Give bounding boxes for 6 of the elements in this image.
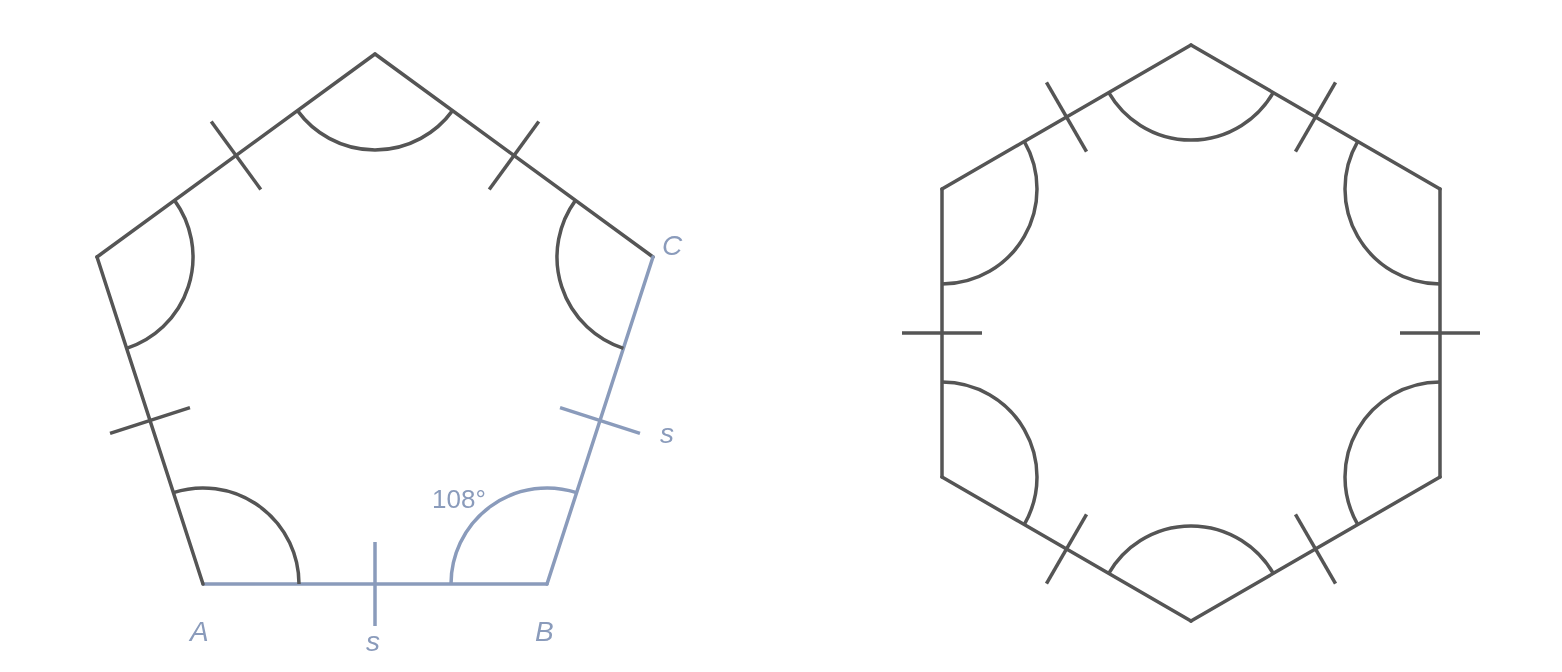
vertex-label: B <box>535 618 554 646</box>
vertex-label: C <box>662 232 683 260</box>
angle-label: 108° <box>432 486 486 512</box>
side-label: s <box>660 420 674 448</box>
side-label: s <box>366 628 380 656</box>
vertex-label: A <box>190 618 209 646</box>
